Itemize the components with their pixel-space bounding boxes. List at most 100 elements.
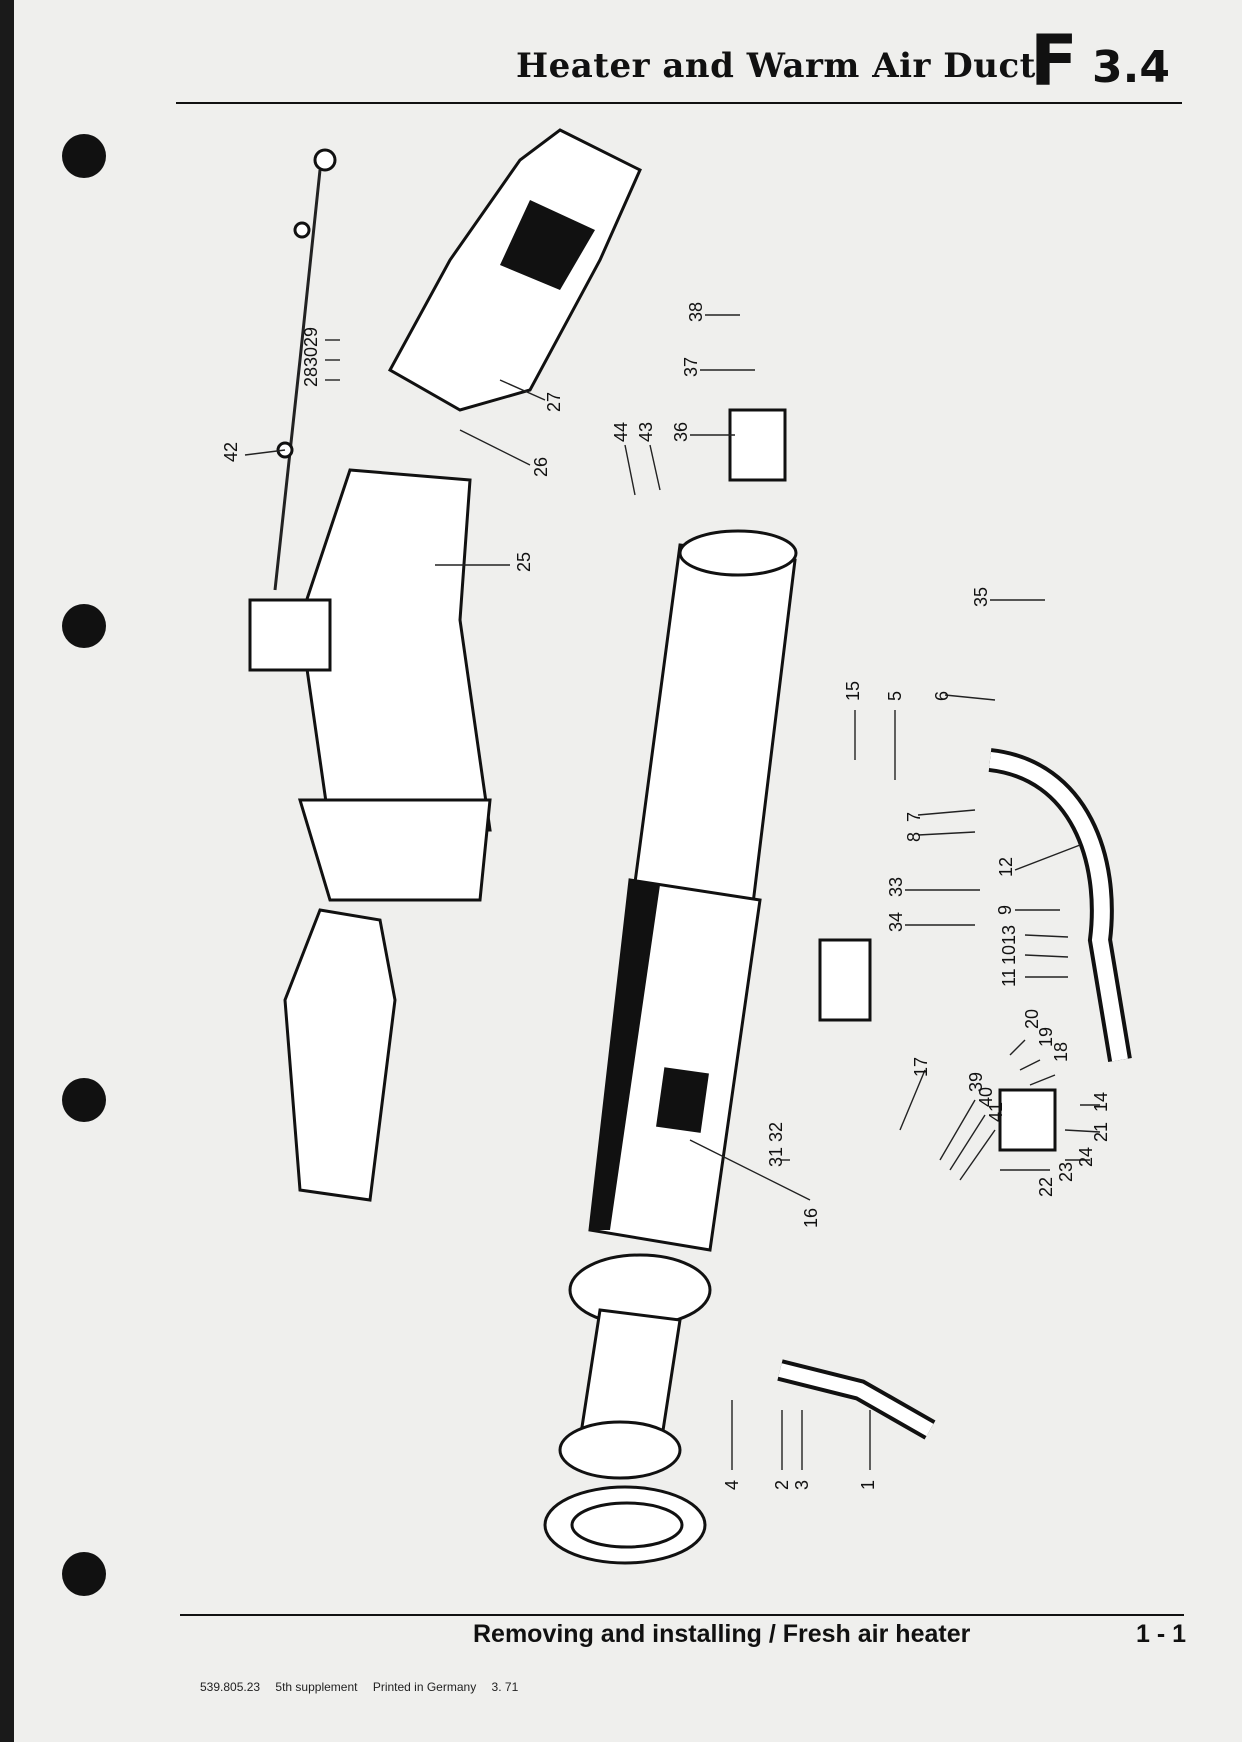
blower-assembly: [543, 1253, 712, 1565]
svg-text:26: 26: [531, 457, 551, 477]
svg-text:17: 17: [911, 1057, 931, 1077]
svg-text:24: 24: [1076, 1147, 1096, 1167]
glow-plug-part: [818, 938, 872, 1022]
callout-21: 21: [1064, 1122, 1111, 1142]
callout-12: 12: [996, 844, 1081, 877]
exhaust-pipe: [988, 748, 1132, 1062]
fuel-pump-part: [728, 408, 787, 482]
svg-text:22: 22: [1036, 1177, 1056, 1197]
svg-text:36: 36: [671, 422, 691, 442]
svg-text:8: 8: [904, 832, 924, 842]
punch-hole: [62, 604, 106, 648]
callout-17: 17: [899, 1057, 931, 1131]
callout-33: 33: [886, 877, 980, 897]
svg-text:44: 44: [611, 422, 631, 442]
punch-hole: [62, 1078, 106, 1122]
callout-36: 36: [671, 422, 735, 442]
punch-hole: [62, 134, 106, 178]
svg-text:6: 6: [932, 691, 952, 701]
punch-hole: [62, 1552, 106, 1596]
svg-text:20: 20: [1022, 1009, 1042, 1029]
callout-2: 2: [772, 1410, 792, 1490]
svg-text:31: 31: [766, 1147, 786, 1167]
page-title: Heater and Warm Air Duct: [516, 46, 1036, 86]
svg-text:38: 38: [686, 302, 706, 322]
callout-16: 16: [689, 1139, 821, 1228]
callout-15: 15: [843, 681, 863, 760]
svg-text:25: 25: [514, 552, 534, 572]
callout-8: 8: [904, 831, 976, 842]
section-letter: F: [1030, 20, 1078, 102]
binding-strip: [0, 0, 14, 1742]
footer-title: Removing and installing / Fresh air heat…: [473, 1620, 971, 1648]
section-number: 3.4: [1092, 42, 1170, 93]
svg-text:21: 21: [1091, 1122, 1111, 1142]
svg-text:34: 34: [886, 912, 906, 932]
callout-5: 5: [885, 691, 905, 780]
callout-3: 3: [792, 1410, 812, 1490]
svg-text:28: 28: [301, 367, 321, 387]
callout-24: 24: [1065, 1147, 1096, 1167]
callout-32: 32: [766, 1122, 786, 1142]
svg-text:43: 43: [636, 422, 656, 442]
print-info: 539.805.23 5th supplement Printed in Ger…: [200, 1680, 530, 1694]
svg-text:23: 23: [1056, 1162, 1076, 1182]
svg-text:12: 12: [996, 857, 1016, 877]
callout-41: 41: [959, 1102, 1006, 1181]
callout-40: 40: [949, 1087, 996, 1171]
svg-text:42: 42: [221, 442, 241, 462]
footer-rule: [180, 1614, 1184, 1616]
callout-39: 39: [939, 1072, 986, 1161]
callout-11: 11: [999, 968, 1068, 987]
svg-text:3: 3: [792, 1480, 812, 1490]
callout-31: 31: [766, 1147, 790, 1167]
svg-text:29: 29: [301, 327, 321, 347]
callout-4: 4: [722, 1400, 742, 1490]
svg-text:9: 9: [995, 905, 1015, 915]
callout-37: 37: [681, 357, 755, 377]
part-number: 539.805.23: [200, 1680, 261, 1694]
svg-text:19: 19: [1036, 1027, 1056, 1047]
callout-18: 18: [1029, 1042, 1071, 1086]
callout-7: 7: [904, 809, 976, 822]
svg-text:37: 37: [681, 357, 701, 377]
warm-air-duct: [297, 128, 642, 902]
mounting-bracket: [998, 1088, 1057, 1152]
callout-42: 42: [221, 442, 286, 462]
page-number: 1 - 1: [1136, 1620, 1187, 1648]
svg-text:33: 33: [886, 877, 906, 897]
svg-text:7: 7: [904, 812, 924, 822]
callout-44: 44: [611, 422, 636, 496]
callout-9: 9: [995, 905, 1060, 915]
svg-text:16: 16: [801, 1208, 821, 1228]
fuel-tank: [283, 908, 397, 1202]
callout-19: 19: [1019, 1027, 1056, 1071]
svg-text:40: 40: [976, 1087, 996, 1107]
callout-43: 43: [636, 422, 661, 491]
callout-13: 13: [999, 925, 1069, 945]
printed-location: Printed in Germany: [372, 1680, 477, 1694]
callout-22: 22: [1000, 1169, 1056, 1197]
svg-text:18: 18: [1051, 1042, 1071, 1062]
print-date: 3. 71: [491, 1680, 519, 1694]
callout-35: 35: [971, 587, 1045, 607]
header-rule: [176, 102, 1182, 104]
callout-30: 30: [301, 347, 340, 367]
svg-text:14: 14: [1091, 1092, 1111, 1112]
callout-34: 34: [886, 912, 975, 932]
callout-27: 27: [499, 379, 564, 412]
svg-text:15: 15: [843, 681, 863, 701]
svg-text:41: 41: [986, 1102, 1006, 1122]
callout-1: 1: [858, 1410, 878, 1490]
svg-text:39: 39: [966, 1072, 986, 1092]
heater-housing: [588, 529, 798, 1252]
callout-6: 6: [932, 691, 996, 701]
svg-text:30: 30: [301, 347, 321, 367]
callout-38: 38: [686, 302, 740, 322]
callout-26: 26: [459, 429, 551, 477]
svg-text:35: 35: [971, 587, 991, 607]
svg-text:10: 10: [999, 945, 1019, 965]
callout-20: 20: [1009, 1009, 1042, 1056]
callout-28: 28: [301, 367, 340, 387]
